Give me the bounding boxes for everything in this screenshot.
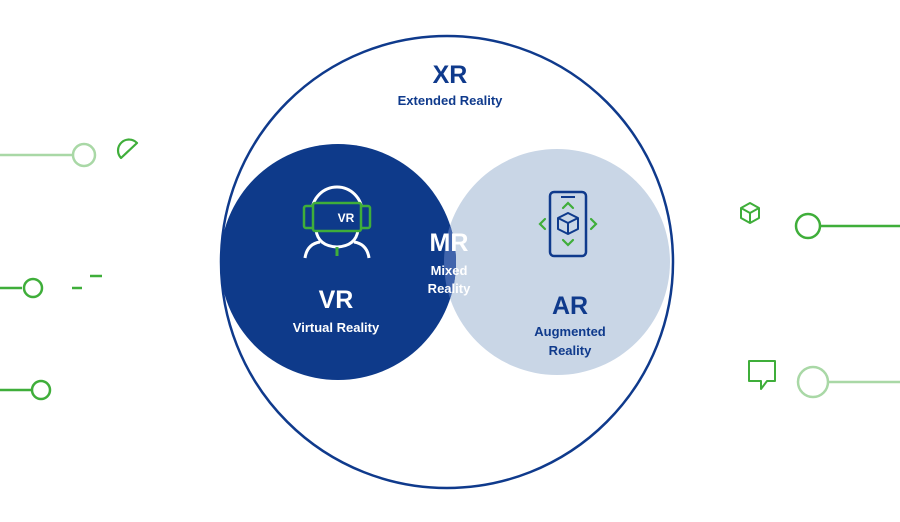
- vr-circle: [220, 144, 456, 380]
- left-decorations: [0, 138, 139, 401]
- vr-title: VR: [318, 286, 354, 314]
- connector-line-icon: [0, 142, 97, 168]
- mr-subtitle-line1: Mixed: [430, 263, 468, 278]
- connector-line-icon: [794, 212, 900, 240]
- connector-line-icon: [796, 365, 900, 399]
- half-circle-icon: [116, 138, 139, 160]
- chat-bubble-icon: [748, 360, 776, 390]
- xr-title: XR: [432, 61, 468, 89]
- right-decorations: [740, 202, 900, 399]
- ar-circle: [444, 149, 670, 375]
- dash-marks-icon: [72, 274, 102, 290]
- mr-subtitle-line2: Reality: [427, 281, 471, 296]
- vr-subtitle: Virtual Reality: [292, 320, 380, 335]
- mr-title: MR: [429, 229, 469, 257]
- smartphone-ar-cube-icon: [538, 190, 598, 258]
- xr-subtitle: Extended Reality: [397, 93, 503, 108]
- ar-title: AR: [551, 292, 589, 320]
- ar-subtitle-line1: Augmented: [534, 324, 606, 339]
- headset-label: VR: [338, 211, 355, 225]
- connector-line-icon: [0, 277, 44, 299]
- vr-headset-person-icon: [302, 185, 372, 259]
- ar-subtitle-line2: Reality: [548, 343, 592, 358]
- connector-line-icon: [0, 379, 52, 401]
- cube-icon: [740, 202, 760, 224]
